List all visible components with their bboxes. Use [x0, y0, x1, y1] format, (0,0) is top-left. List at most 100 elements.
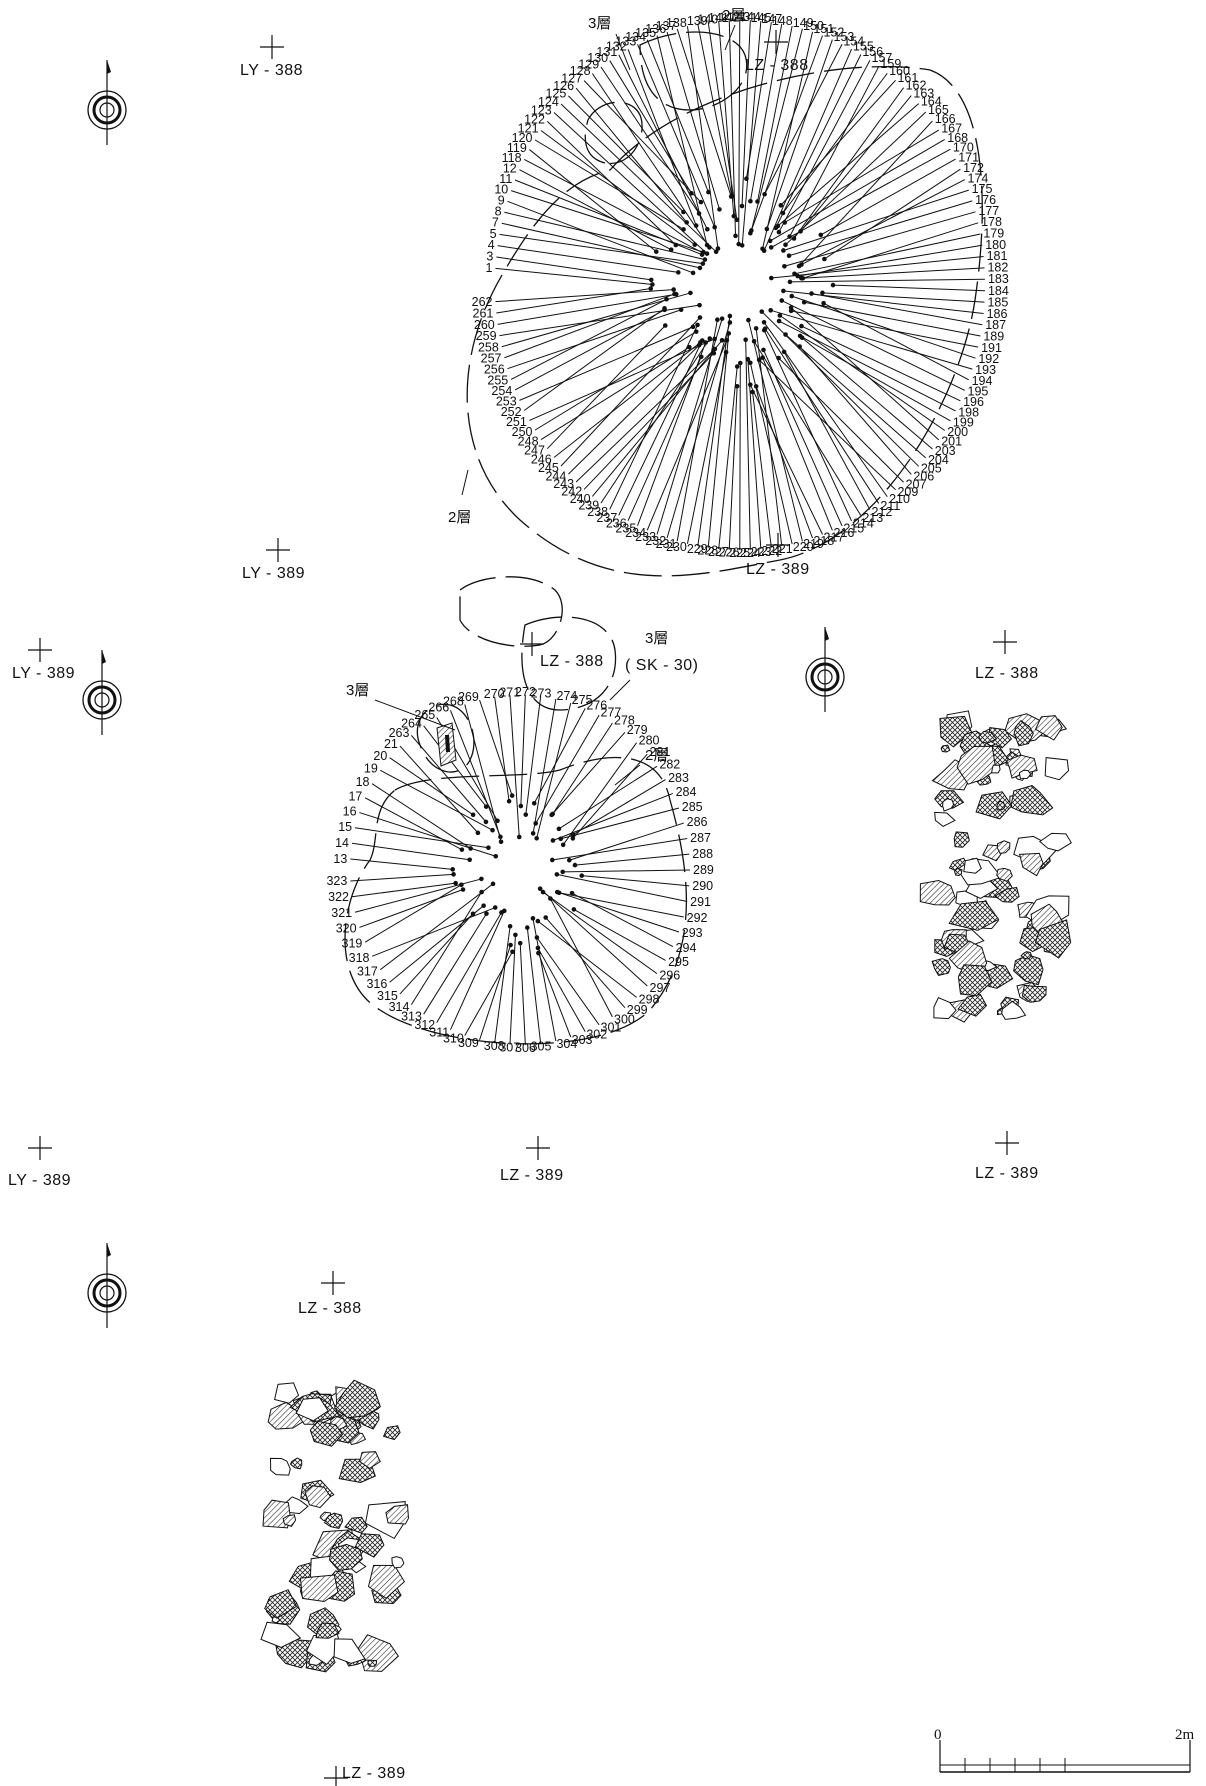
grid-marker-gm3: LY - 389: [242, 538, 305, 582]
artifact-point: 157: [776, 51, 892, 235]
artifact-number: 130: [587, 51, 608, 65]
artifact-point: 216: [760, 355, 854, 540]
scale-start-label: 0: [934, 1727, 942, 1743]
artifact-number: 251: [506, 415, 527, 429]
grid-marker-gm10: LZ - 389: [975, 1131, 1038, 1182]
artifact-point: 144: [739, 10, 761, 209]
artifact-point: 289: [560, 863, 714, 877]
artifact-point: 180: [795, 238, 1006, 279]
stone-fragment: [1020, 951, 1033, 960]
artifact-point: 178: [800, 215, 1002, 281]
artifact-number: 193: [975, 363, 996, 377]
artifact-point: 184: [830, 282, 1009, 298]
artifact-point: 247: [524, 323, 668, 458]
artifact-point: 16: [343, 805, 499, 859]
artifact-number: 14: [335, 836, 349, 850]
scale-end-label: 2m: [1175, 1727, 1195, 1743]
lower-main-2-layer-boundary: [344, 756, 687, 1045]
artifact-number: 175: [972, 182, 993, 196]
artifact-number: 212: [872, 505, 893, 519]
artifact-number: 7: [492, 216, 499, 230]
artifact-number: 258: [478, 340, 499, 354]
artifact-number: 174: [968, 171, 989, 185]
artifact-point: 302: [535, 945, 607, 1041]
artifact-point: 153: [764, 30, 854, 232]
pottery-fragment-270: [436, 722, 457, 767]
artifact-number: 313: [401, 1010, 422, 1024]
artifact-point: 120: [512, 131, 686, 232]
artifact-number: 231: [656, 537, 677, 551]
artifact-point: 321: [331, 876, 484, 920]
artifact-number: 285: [682, 800, 703, 814]
artifact-point: 11: [499, 172, 705, 257]
artifact-number: 122: [524, 112, 545, 126]
artifact-number: 234: [625, 526, 646, 540]
artifact-number: 301: [601, 1021, 622, 1035]
stone-fragment: [996, 840, 1011, 854]
stone-fragment: [305, 1632, 341, 1666]
artifact-point: 171: [818, 151, 979, 238]
artifact-number: 306: [515, 1041, 536, 1055]
artifact-point: 200: [777, 313, 968, 439]
artifact-number: 221: [772, 542, 793, 556]
artifact-number: 136: [645, 22, 666, 36]
artifact-number: 288: [692, 847, 713, 861]
artifact-number: 151: [813, 22, 834, 36]
artifact-number: 142: [719, 10, 740, 24]
artifact-number: 312: [414, 1018, 435, 1032]
artifact-point: 240: [570, 337, 725, 506]
artifact-point: 13: [333, 852, 455, 872]
artifact-point: 183: [787, 272, 1009, 286]
stone-cluster-bottom: [260, 1379, 410, 1673]
artifact-number: 147: [761, 12, 782, 26]
stone-fragment: [295, 1397, 329, 1422]
stone-fragment: [996, 800, 1006, 811]
artifact-number: 286: [687, 815, 708, 829]
artifact-point: 292: [556, 890, 708, 925]
artifact-point: 250: [512, 329, 699, 439]
artifact-number: 216: [834, 526, 855, 540]
artifact-point: 311: [429, 908, 507, 1039]
artifact-point: 214: [761, 327, 874, 531]
artifact-point: 248: [518, 344, 692, 448]
artifact-point: 7: [492, 216, 703, 271]
grid-marker-label: LZ - 389: [746, 561, 810, 578]
artifact-number: 3: [486, 250, 493, 264]
artifact-number: 318: [349, 951, 370, 965]
artifact-number: 315: [377, 989, 398, 1003]
stone-fragment: [994, 886, 1020, 903]
artifact-point: 124: [538, 95, 719, 255]
artifact-number: 289: [693, 863, 714, 877]
stone-fragment: [382, 1425, 401, 1441]
lower-small-3-layer-boundary: [416, 703, 475, 773]
artifact-point: 268: [443, 695, 504, 845]
artifact-point: 156: [773, 45, 883, 231]
artifact-point: 261: [473, 286, 654, 320]
artifact-number: 255: [487, 373, 508, 387]
artifact-number: 12: [503, 161, 517, 175]
artifact-point: 176: [786, 193, 996, 258]
grid-marker-label: LZ - 388: [298, 1300, 362, 1317]
artifact-number: 223: [751, 545, 772, 559]
artifact-point: 179: [792, 226, 1004, 277]
artifact-point: 269: [458, 690, 515, 798]
stone-fragment: [1018, 852, 1044, 877]
stone-fragment: [978, 730, 998, 744]
artifact-number: 272: [515, 685, 536, 699]
artifact-point: 142: [719, 10, 740, 239]
artifact-number: 302: [586, 1027, 607, 1041]
stone-fragment: [299, 1574, 339, 1603]
artifact-number: 209: [897, 485, 918, 499]
artifact-point: 308: [484, 923, 513, 1053]
artifact-point: 229: [687, 313, 733, 556]
north-arrow-icon: [87, 1243, 127, 1328]
artifact-number: 129: [578, 57, 599, 71]
artifact-point: 320: [336, 887, 466, 935]
artifact-number: 314: [389, 1000, 410, 1014]
artifact-number: 246: [531, 452, 552, 466]
stone-fragment: [963, 857, 982, 874]
artifact-point: 189: [801, 299, 1004, 344]
artifact-number: 253: [496, 395, 517, 409]
artifact-point: 246: [531, 340, 703, 466]
